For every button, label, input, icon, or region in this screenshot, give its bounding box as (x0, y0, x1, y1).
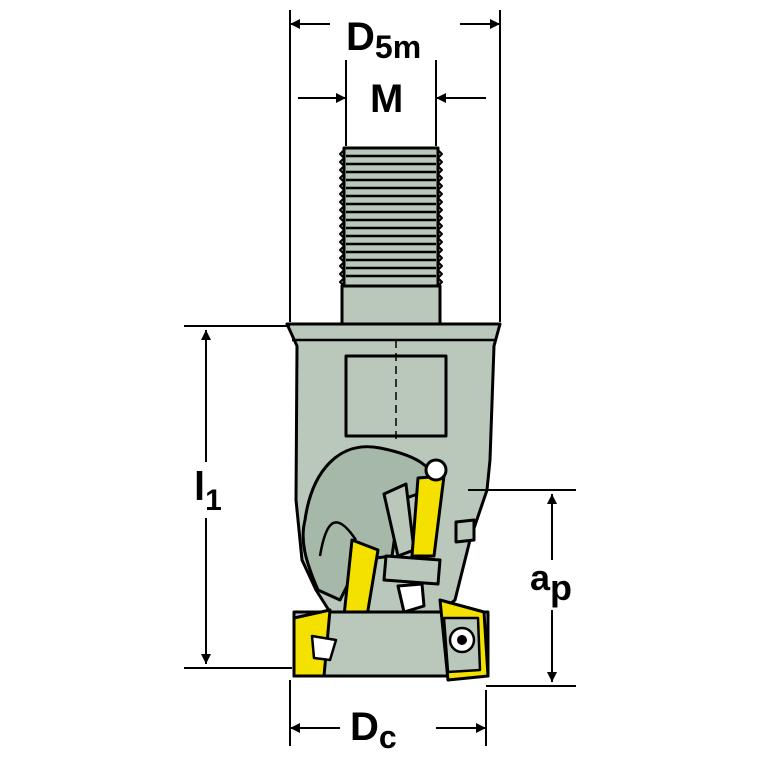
threaded-shank (339, 146, 443, 292)
label-l1: l1 (194, 465, 222, 517)
dimension-labels: D5m M l1 ap Dc (194, 15, 572, 755)
torx-screw-icon (448, 626, 476, 654)
label-d5m: D5m (346, 15, 421, 65)
left-pocket-shape (310, 634, 338, 662)
flute-curve (318, 521, 358, 557)
upper-insert (382, 458, 476, 558)
label-ap: ap (530, 557, 572, 608)
shank-neck (340, 284, 442, 326)
tool-drawing (285, 146, 502, 682)
label-dc: Dc (350, 705, 397, 755)
label-m: M (370, 77, 403, 121)
